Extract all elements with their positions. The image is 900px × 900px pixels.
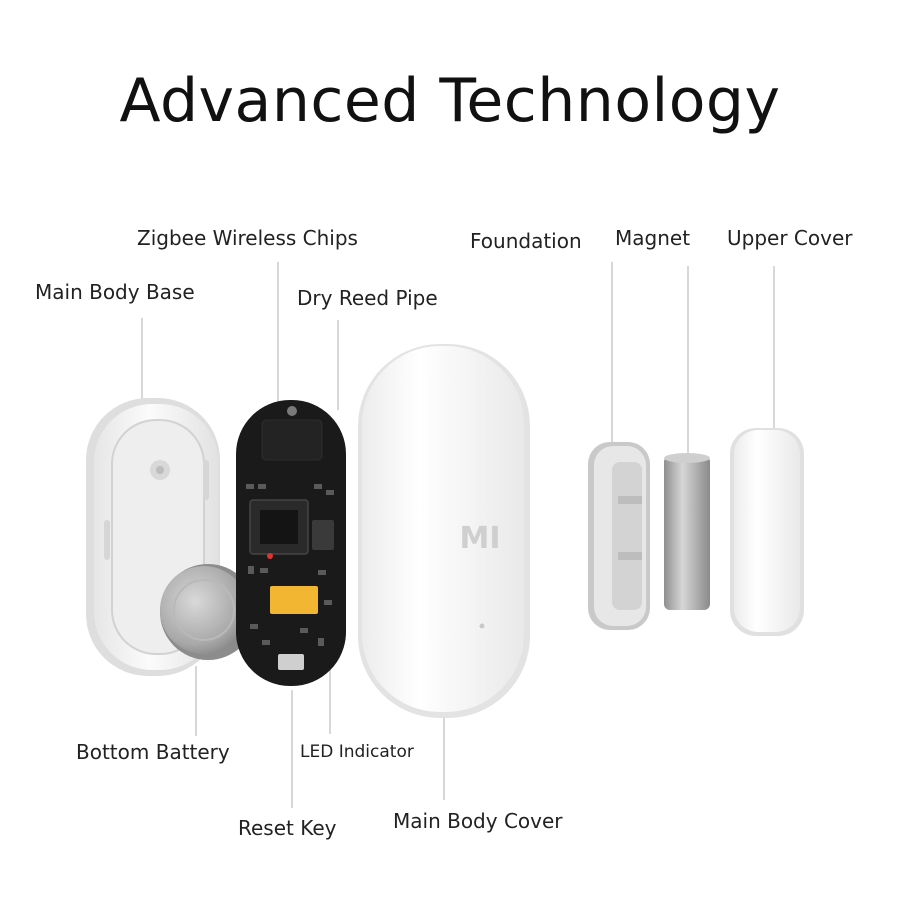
pcb-part: [236, 400, 346, 686]
label-magnet: Magnet: [615, 226, 691, 250]
foundation-part: [588, 442, 650, 630]
page-title: Advanced Technology: [119, 66, 781, 136]
label-main-body-cover: Main Body Cover: [393, 809, 563, 833]
magnet-part: [664, 453, 710, 610]
label-reset-key: Reset Key: [238, 816, 337, 840]
bottom-battery-part: [160, 564, 256, 660]
label-zigbee-wireless-chips: Zigbee Wireless Chips: [137, 226, 358, 250]
label-main-body-base: Main Body Base: [35, 280, 195, 304]
label-bottom-battery: Bottom Battery: [76, 740, 230, 764]
label-foundation: Foundation: [470, 229, 582, 253]
label-upper-cover: Upper Cover: [727, 226, 853, 250]
main-body-cover-part: MI: [358, 344, 530, 718]
label-dry-reed-pipe: Dry Reed Pipe: [297, 286, 438, 310]
upper-cover-part: [730, 428, 804, 636]
mi-logo: MI: [459, 521, 500, 556]
label-led-indicator: LED Indicator: [300, 742, 414, 762]
